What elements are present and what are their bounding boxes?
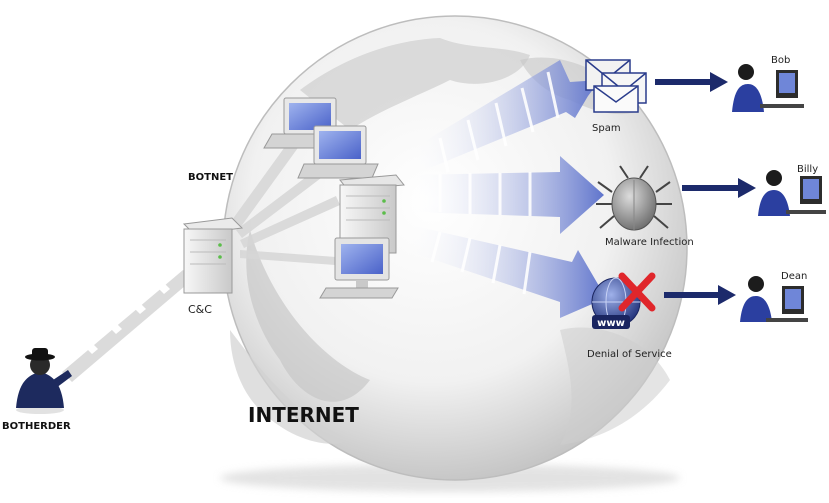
envelope-icon <box>585 59 647 113</box>
dos-label: Denial of Service <box>587 349 672 360</box>
botherder-label: BOTHERDER <box>2 421 71 432</box>
botnet-label: BOTNET <box>188 172 233 183</box>
denied-x-icon <box>618 272 656 312</box>
person-at-computer-icon <box>732 64 826 322</box>
victim-dean <box>740 276 808 322</box>
cc-label: C&C <box>188 303 212 316</box>
attack-arrows <box>405 60 606 318</box>
victim-bob <box>732 64 804 112</box>
internet-label: INTERNET <box>248 403 359 427</box>
www-label: www <box>597 318 625 329</box>
billy-label: Billy <box>797 164 818 175</box>
victim-arrows <box>655 72 756 305</box>
cc-bot-links <box>232 137 340 265</box>
bot-laptop-2 <box>297 125 379 179</box>
www-globe-icon: www <box>591 277 641 329</box>
bot-monitor <box>319 237 399 299</box>
malware-label: Malware Infection <box>605 237 694 248</box>
cc-server <box>182 217 244 294</box>
bug-icon <box>596 165 672 231</box>
victim-billy <box>758 170 826 216</box>
hacker-icon <box>16 348 72 414</box>
spam-label: Spam <box>592 123 621 134</box>
bob-label: Bob <box>771 55 790 66</box>
dean-label: Dean <box>781 271 807 282</box>
botherder-link <box>62 270 192 382</box>
